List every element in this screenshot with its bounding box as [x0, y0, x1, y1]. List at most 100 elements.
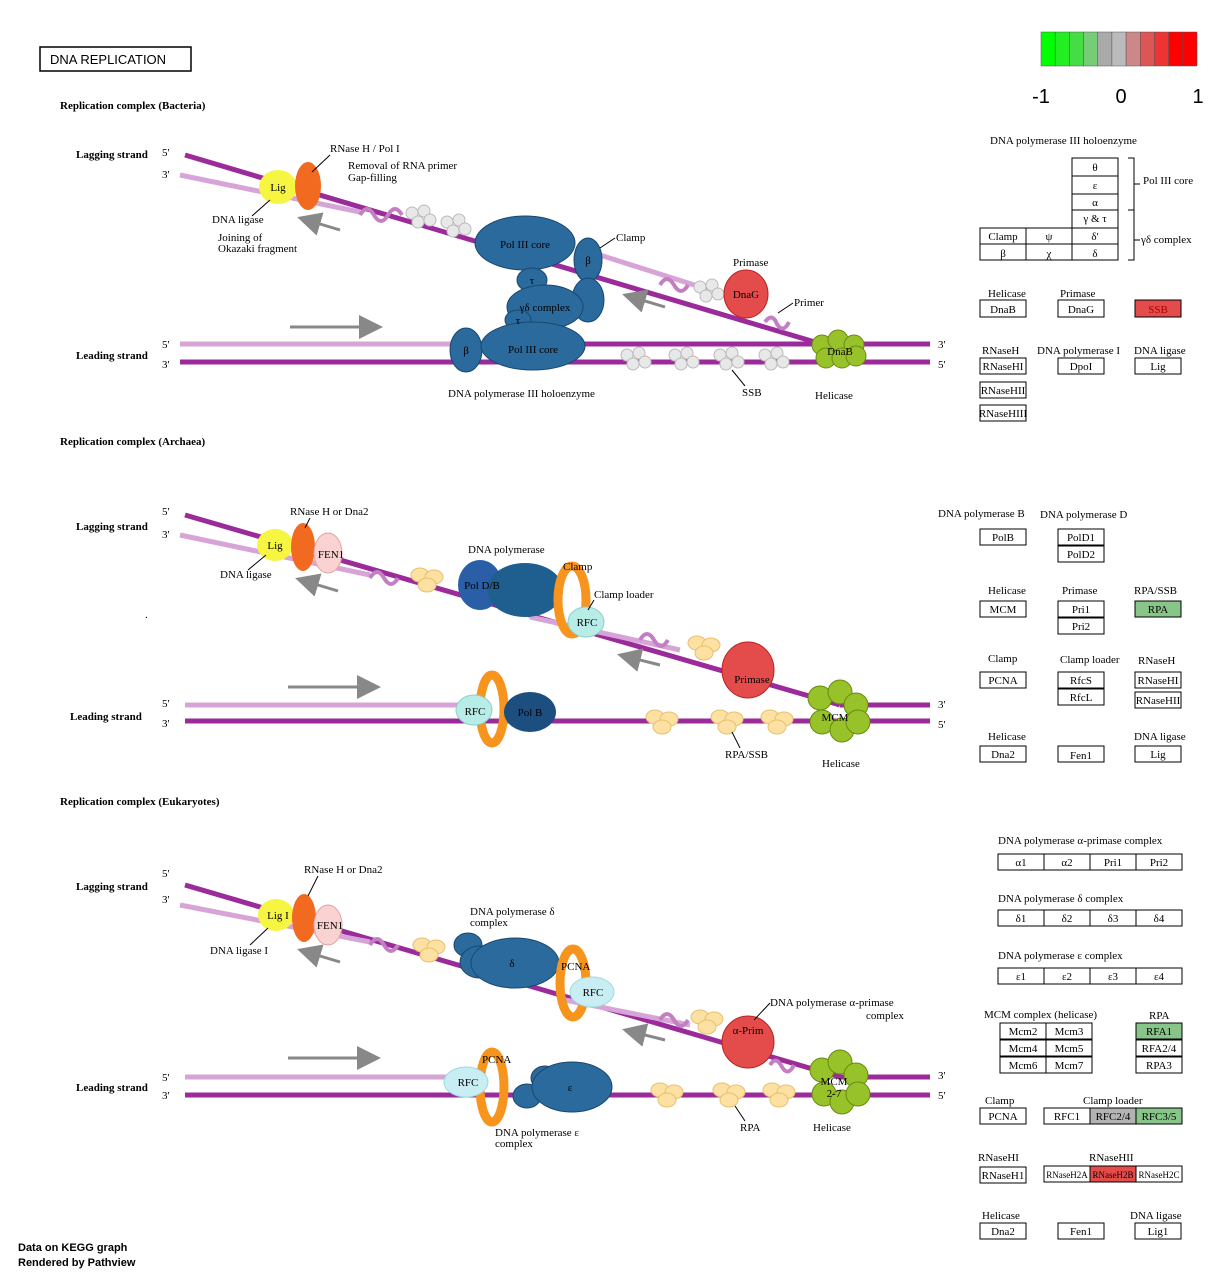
diagram-shape	[487, 563, 563, 617]
diagram-shape	[587, 599, 595, 611]
holo-label: DNA polymerase III holoenzyme	[448, 388, 595, 400]
label-text: Clamp	[985, 1095, 1015, 1107]
diagram-shape	[638, 632, 670, 648]
holo-title: DNA polymerase III holoenzyme	[990, 135, 1137, 147]
diagram-shape	[251, 199, 271, 217]
dna-ligase-label: DNA ligase I	[210, 945, 268, 957]
end-label: 5'	[938, 719, 946, 731]
diagram-shape	[1057, 617, 1105, 635]
label-text: PCNA	[988, 675, 1017, 687]
helicase-label: Helicase	[822, 758, 860, 770]
bacteria-heading: Replication complex (Bacteria)	[60, 100, 206, 112]
end-label: 3'	[162, 1090, 170, 1102]
diagram-shape	[979, 357, 1027, 375]
label-text: γδ complex	[1140, 234, 1192, 246]
end-label: 5'	[938, 1090, 946, 1102]
end-label: 5'	[162, 506, 170, 518]
okazaki-label: Okazaki fragment	[218, 243, 297, 255]
label-text: ε2	[1062, 971, 1072, 983]
label-text: RFC1	[1054, 1111, 1080, 1123]
clamp-label: Clamp	[563, 561, 593, 573]
label-text: PolB	[992, 532, 1014, 544]
diagram-shape	[694, 645, 714, 661]
ssb-label: SSB	[742, 387, 762, 399]
dot-mark: .	[145, 609, 148, 621]
diagram-shape	[452, 213, 466, 227]
label-text: DNA polymerase δ complex	[998, 893, 1124, 905]
label-text: Helicase	[982, 1210, 1020, 1222]
diagram-shape	[719, 357, 733, 371]
end-label: 5'	[162, 339, 170, 351]
label-text: Dna2	[991, 749, 1015, 761]
label-text: RFA1	[1146, 1026, 1172, 1038]
diagram-shape	[1057, 600, 1105, 618]
legend-min: -1	[1032, 86, 1050, 108]
diagram-shape	[307, 875, 319, 897]
diagram-shape	[979, 1222, 1027, 1240]
label-text: MCM	[990, 604, 1017, 616]
lig-icon	[259, 170, 297, 204]
eukaryotes-section: Replication complex (Eukaryotes) Lagging…	[60, 796, 946, 1150]
diagram-shape	[295, 573, 339, 597]
diagram-shape	[622, 1023, 666, 1047]
label-text: Pri1	[1072, 604, 1090, 616]
diagram-shape	[769, 1092, 789, 1108]
beta-label: β	[463, 345, 469, 357]
diagram-shape	[443, 1066, 489, 1098]
rfc-label: RFC	[583, 987, 604, 999]
legend-color-cell	[1125, 31, 1141, 67]
label-text: α2	[1061, 857, 1072, 869]
end-label: 3'	[162, 894, 170, 906]
end-label: 3'	[938, 339, 946, 351]
lig-label: Lig I	[267, 910, 289, 922]
end-label: 5'	[162, 698, 170, 710]
label-text: DnaB	[990, 304, 1016, 316]
label-text: DnaG	[1068, 304, 1094, 316]
label-text: ψ	[1046, 231, 1053, 243]
joining-label: Joining of	[218, 232, 263, 244]
pol3-core-label: Pol III core	[508, 344, 558, 356]
label-text: ε3	[1108, 971, 1119, 983]
diagram-shape	[721, 1015, 775, 1069]
label-text: DpoI	[1070, 361, 1093, 373]
diagram-shape	[777, 302, 794, 314]
mcm-label: MCM	[821, 1076, 848, 1088]
label-text: Clamp loader	[1060, 654, 1120, 666]
removal-label: Removal of RNA primer	[348, 160, 457, 172]
end-label: 3'	[938, 1070, 946, 1082]
diagram-shape	[845, 709, 871, 735]
legend-mid: 0	[1115, 86, 1126, 108]
label-text: DNA ligase	[1130, 1210, 1182, 1222]
diagram-shape	[292, 894, 316, 942]
label-text: Lig1	[1148, 1226, 1169, 1238]
gd-label: γδ complex	[519, 302, 571, 314]
label-text: Mcm7	[1055, 1060, 1084, 1072]
label-text: Lig	[1150, 361, 1166, 373]
label-text: Pol III core	[1143, 175, 1193, 187]
diagram-shape	[979, 528, 1027, 546]
pola-label: DNA polymerase α-primase	[770, 997, 894, 1009]
label-text: α	[1092, 197, 1098, 209]
diagram-shape	[699, 289, 713, 303]
diagram-shape	[721, 641, 775, 699]
shape-group	[412, 937, 796, 1108]
lagging-strand-label: Lagging strand	[76, 881, 148, 893]
diagram-shape	[257, 529, 293, 561]
mcm-label: MCM	[822, 712, 849, 724]
label-text: Mcm4	[1009, 1043, 1038, 1055]
diagram-shape	[569, 976, 615, 1008]
diagram-shape	[1045, 1056, 1093, 1074]
legend-color-cell	[1154, 31, 1169, 67]
rnase-h-icon	[295, 162, 321, 210]
label-text: RNaseHIII	[979, 408, 1028, 420]
diagram-shape	[1057, 671, 1105, 689]
label-text: θ	[1092, 162, 1097, 174]
label-text: Pri2	[1150, 857, 1168, 869]
label-text: DNA polymerase B	[938, 508, 1025, 520]
label-text: β	[1000, 248, 1006, 260]
helicase-label: Helicase	[813, 1122, 851, 1134]
label-text: RNaseHI	[978, 1152, 1019, 1164]
label-text: Helicase	[988, 585, 1026, 597]
label-text: Fen1	[1070, 1226, 1092, 1238]
